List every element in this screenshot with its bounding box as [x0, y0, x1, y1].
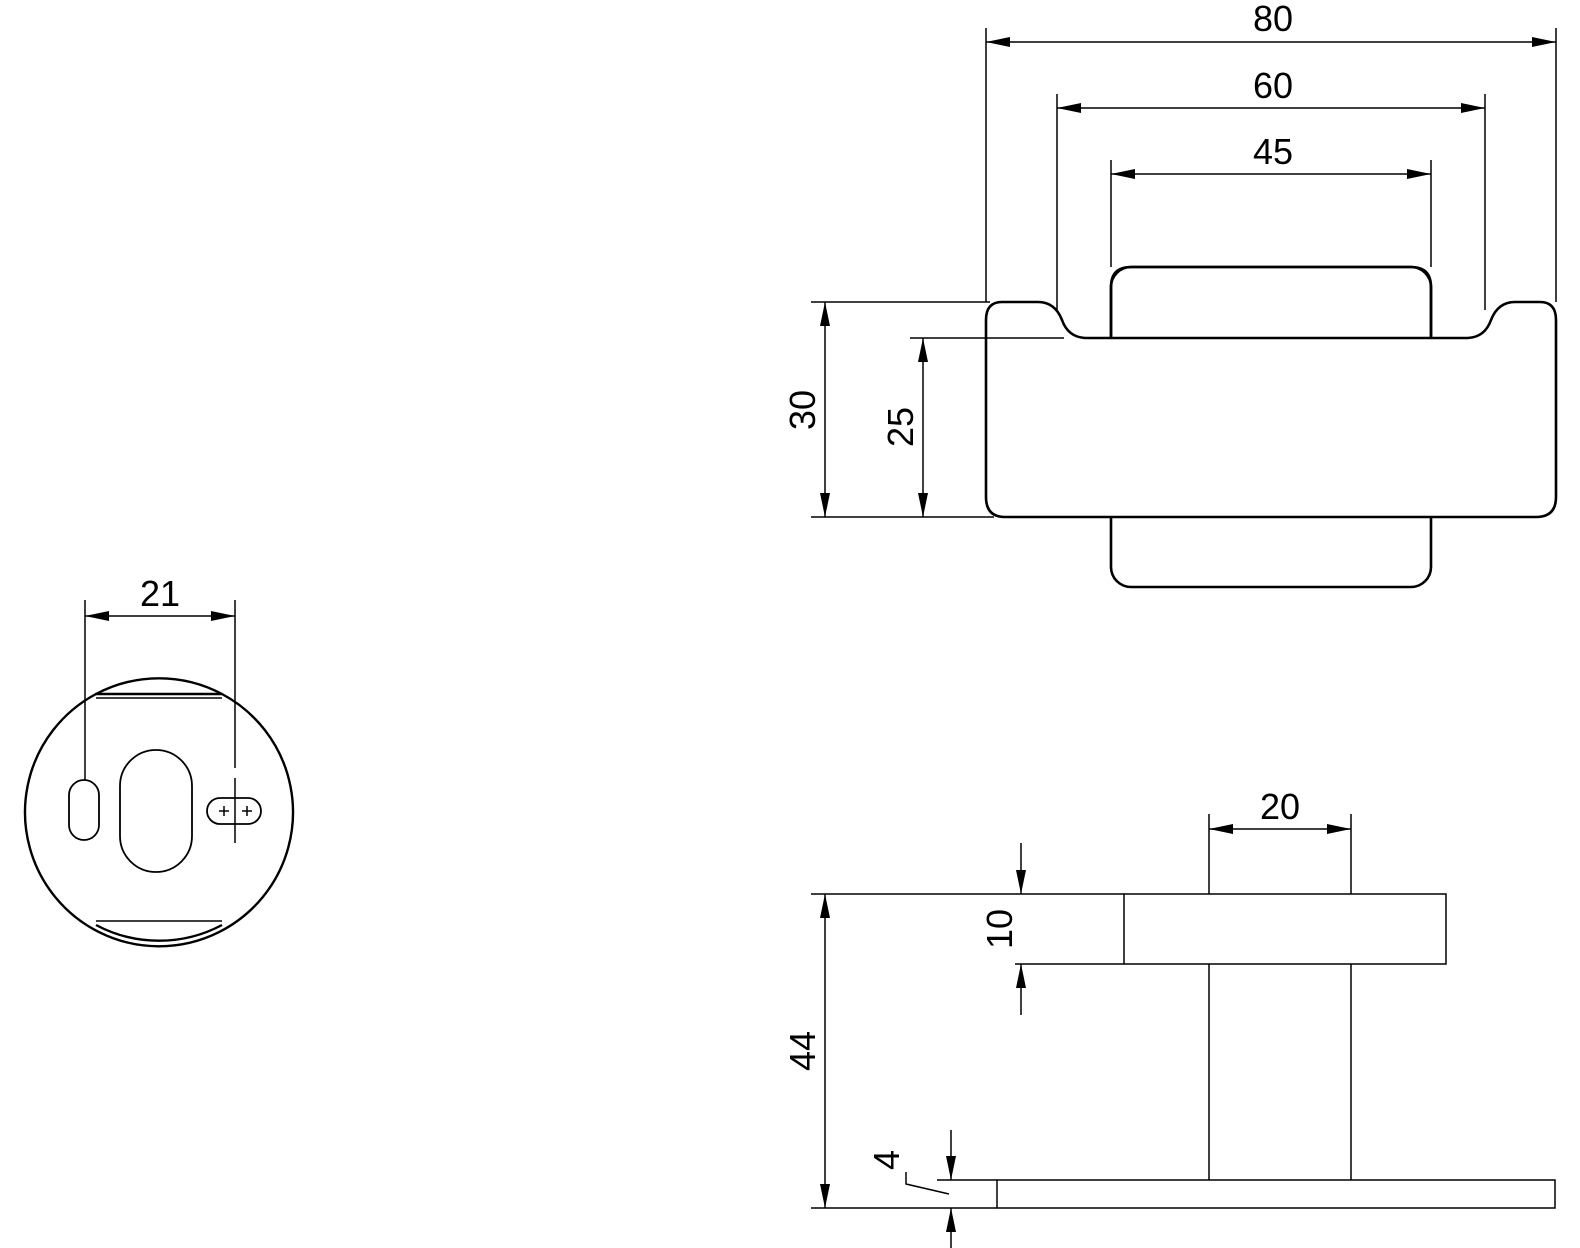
dimension-20: 20	[1209, 786, 1351, 834]
dimension-60: 60	[1057, 65, 1485, 113]
dim-label-4: 4	[866, 1150, 907, 1170]
side-base-plate	[996, 1179, 1556, 1209]
dim-label-80: 80	[1253, 0, 1293, 39]
dim-label-45: 45	[1253, 131, 1293, 172]
top-view: 80 60 45 30	[782, 0, 1558, 589]
front-view: 21	[23, 573, 295, 948]
rosette-bottom-arc	[95, 923, 223, 942]
dimension-44: 44	[782, 894, 830, 1208]
rosette-circle	[23, 692, 295, 948]
dim-label-25: 25	[880, 407, 921, 447]
dim-label-10: 10	[979, 909, 1020, 949]
dimension-45: 45	[1111, 131, 1431, 179]
dimension-10: 10	[979, 843, 1026, 1015]
dimension-4: 4	[866, 1130, 956, 1248]
dim-label-30: 30	[782, 390, 823, 430]
dimension-21: 21	[85, 573, 235, 621]
screw-center-marks	[219, 778, 252, 843]
left-slot	[68, 779, 100, 841]
dimension-25: 25	[880, 338, 928, 517]
rosette-top-arc	[95, 677, 223, 696]
top-view-block-top-edge	[1109, 265, 1433, 338]
dimension-80: 80	[986, 0, 1556, 47]
dim-label-21: 21	[140, 573, 180, 614]
center-oval-slot	[119, 749, 193, 873]
top-view-outer-plate	[984, 300, 1558, 519]
side-view: 20 10 44 4	[782, 786, 1556, 1248]
screw-slot	[206, 797, 262, 825]
dim-label-60: 60	[1253, 65, 1293, 106]
dim-label-20: 20	[1260, 786, 1300, 827]
dim-label-44: 44	[782, 1031, 823, 1071]
side-rosette-block	[1123, 893, 1447, 965]
dimension-30: 30	[782, 302, 830, 517]
